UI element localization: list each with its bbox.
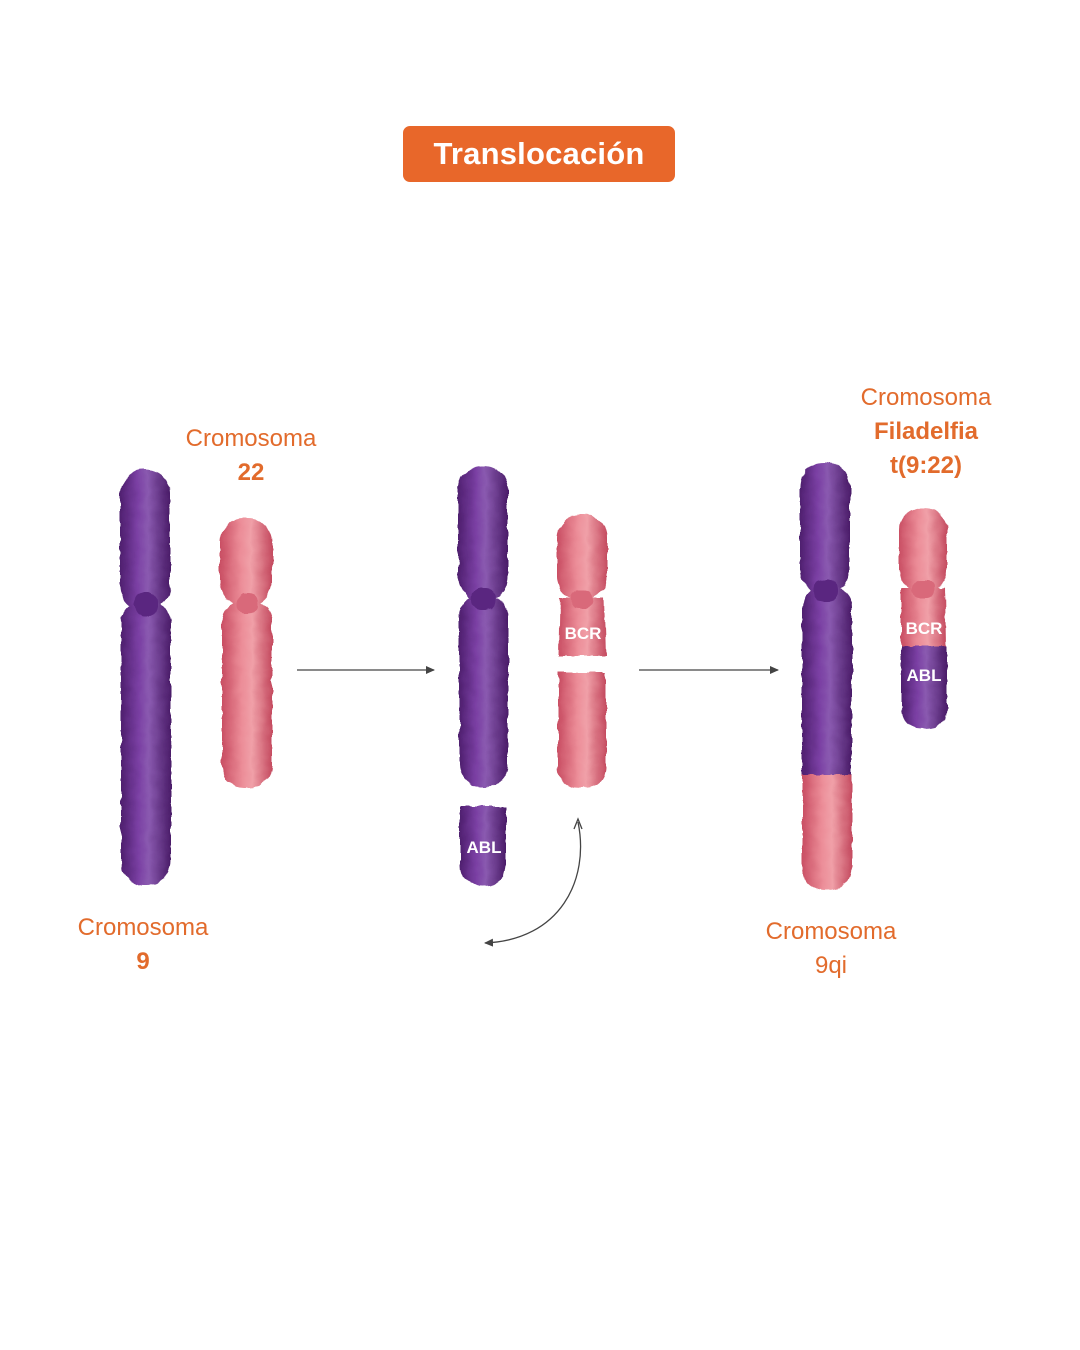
label-chromosome-22-line2: 22 — [237, 459, 265, 486]
philadelphia-chromosome: BCR ABL — [899, 508, 947, 729]
bcr-label-middle: BCR — [565, 624, 602, 643]
exchange-arrow-head-top — [573, 817, 583, 830]
label-chromosome-22-line1: Cromosoma — [185, 425, 317, 452]
exchange-arrow — [484, 821, 582, 947]
label-philadelphia-line1: Cromosoma — [860, 384, 992, 411]
chromosome-9-broken — [458, 466, 508, 787]
label-philadelphia-line2: Filadelfia — [873, 418, 979, 445]
bcr-label-right: BCR — [906, 619, 943, 638]
abl-label-right: ABL — [907, 666, 942, 685]
chromosome-22 — [220, 518, 272, 788]
chromosome-22-broken: BCR — [557, 515, 607, 788]
chromosome-9 — [120, 470, 171, 885]
title-text: Translocación — [433, 136, 645, 171]
label-chromosome-9qi: Cromosoma 9qi — [731, 915, 931, 983]
label-chromosome-9qi-line1: Cromosoma — [765, 918, 897, 945]
title-badge: Translocación — [403, 126, 675, 182]
abl-fragment: ABL — [460, 806, 506, 886]
abl-label-middle: ABL — [467, 838, 502, 857]
label-chromosome-9-line2: 9 — [136, 948, 150, 975]
chromosome-9qi — [800, 462, 852, 890]
label-chromosome-9: Cromosoma 9 — [43, 911, 243, 979]
label-philadelphia-line3: t(9:22) — [889, 452, 962, 479]
label-chromosome-22: Cromosoma 22 — [151, 422, 351, 490]
label-philadelphia: Cromosoma Filadelfia t(9:22) — [826, 381, 1026, 483]
label-chromosome-9qi-line2: 9qi — [814, 952, 848, 979]
label-chromosome-9-line1: Cromosoma — [77, 914, 209, 941]
